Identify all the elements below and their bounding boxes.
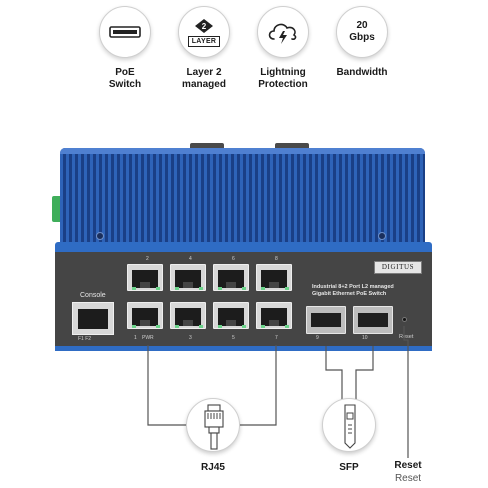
rj45-port[interactable] [213,302,249,329]
layer-badge-text: LAYER [187,35,221,47]
reset-callout-label: Reset [394,460,422,471]
feature-layer-2: 2 LAYER Layer 2 managed [164,6,244,91]
rj45-port[interactable] [256,302,292,329]
rj45-callout [186,398,240,452]
rj45-port[interactable] [256,264,292,291]
port-label: 6 [232,256,235,262]
reset-button[interactable] [402,317,407,322]
console-port[interactable] [72,302,114,335]
rj45-port[interactable] [127,264,163,291]
brand-logo: DIGITUS [374,261,422,274]
chassis-band [55,242,432,254]
chassis-bottom-band [55,346,432,351]
sfp-module-icon [344,404,356,449]
pwr-label: PWR [142,335,154,341]
rj45-port[interactable] [127,302,163,329]
bandwidth-value: 20 Gbps [349,20,375,43]
port-label: 5 [232,335,235,341]
sfp-label: SFP [339,462,359,473]
device-description: Industrial 8+2 Port L2 managed Gigabit E… [312,284,394,297]
screw-icon [378,232,386,240]
feature-label: PoE Switch [108,67,142,90]
reset-callout-secondary-label: Reset [394,473,422,484]
rj45-port[interactable] [170,264,206,291]
power-terminal-block [52,196,62,222]
port-label: 2 [146,256,149,262]
port-label: 1 [134,335,137,341]
heatsink-top-edge [60,148,425,154]
port-label: 7 [275,335,278,341]
feature-bandwidth: 20 Gbps Bandwidth [322,6,402,79]
rj45-port[interactable] [213,264,249,291]
feature-lightning-protection: Lightning Protection [243,6,323,91]
sfp-port[interactable] [306,306,346,334]
heatsink [60,148,425,250]
rj45-cable-icon [204,404,224,450]
layer-number: 2 [202,22,207,31]
console-sub-labels: F1 F2 [78,336,92,342]
layer-icon: 2 LAYER [178,6,230,58]
feature-poe-switch: PoE Switch [85,6,165,91]
rj45-port[interactable] [170,302,206,329]
feature-label: Layer 2 managed [182,67,226,90]
rj45-label: RJ45 [201,462,225,473]
sfp-callout [322,398,376,452]
feature-label: Bandwidth [336,67,388,78]
feature-label: Lightning Protection [258,67,308,90]
switch-icon [99,6,151,58]
sfp-label: 9 [316,335,319,341]
sfp-port[interactable] [353,306,393,334]
port-label: 8 [275,256,278,262]
console-label: Console [80,292,106,299]
reset-label: Reset [399,334,414,340]
port-label: 4 [189,256,192,262]
port-label: 3 [189,335,192,341]
cloud-lightning-icon [257,6,309,58]
screw-icon [96,232,104,240]
sfp-label: 10 [362,335,368,341]
bandwidth-icon: 20 Gbps [336,6,388,58]
